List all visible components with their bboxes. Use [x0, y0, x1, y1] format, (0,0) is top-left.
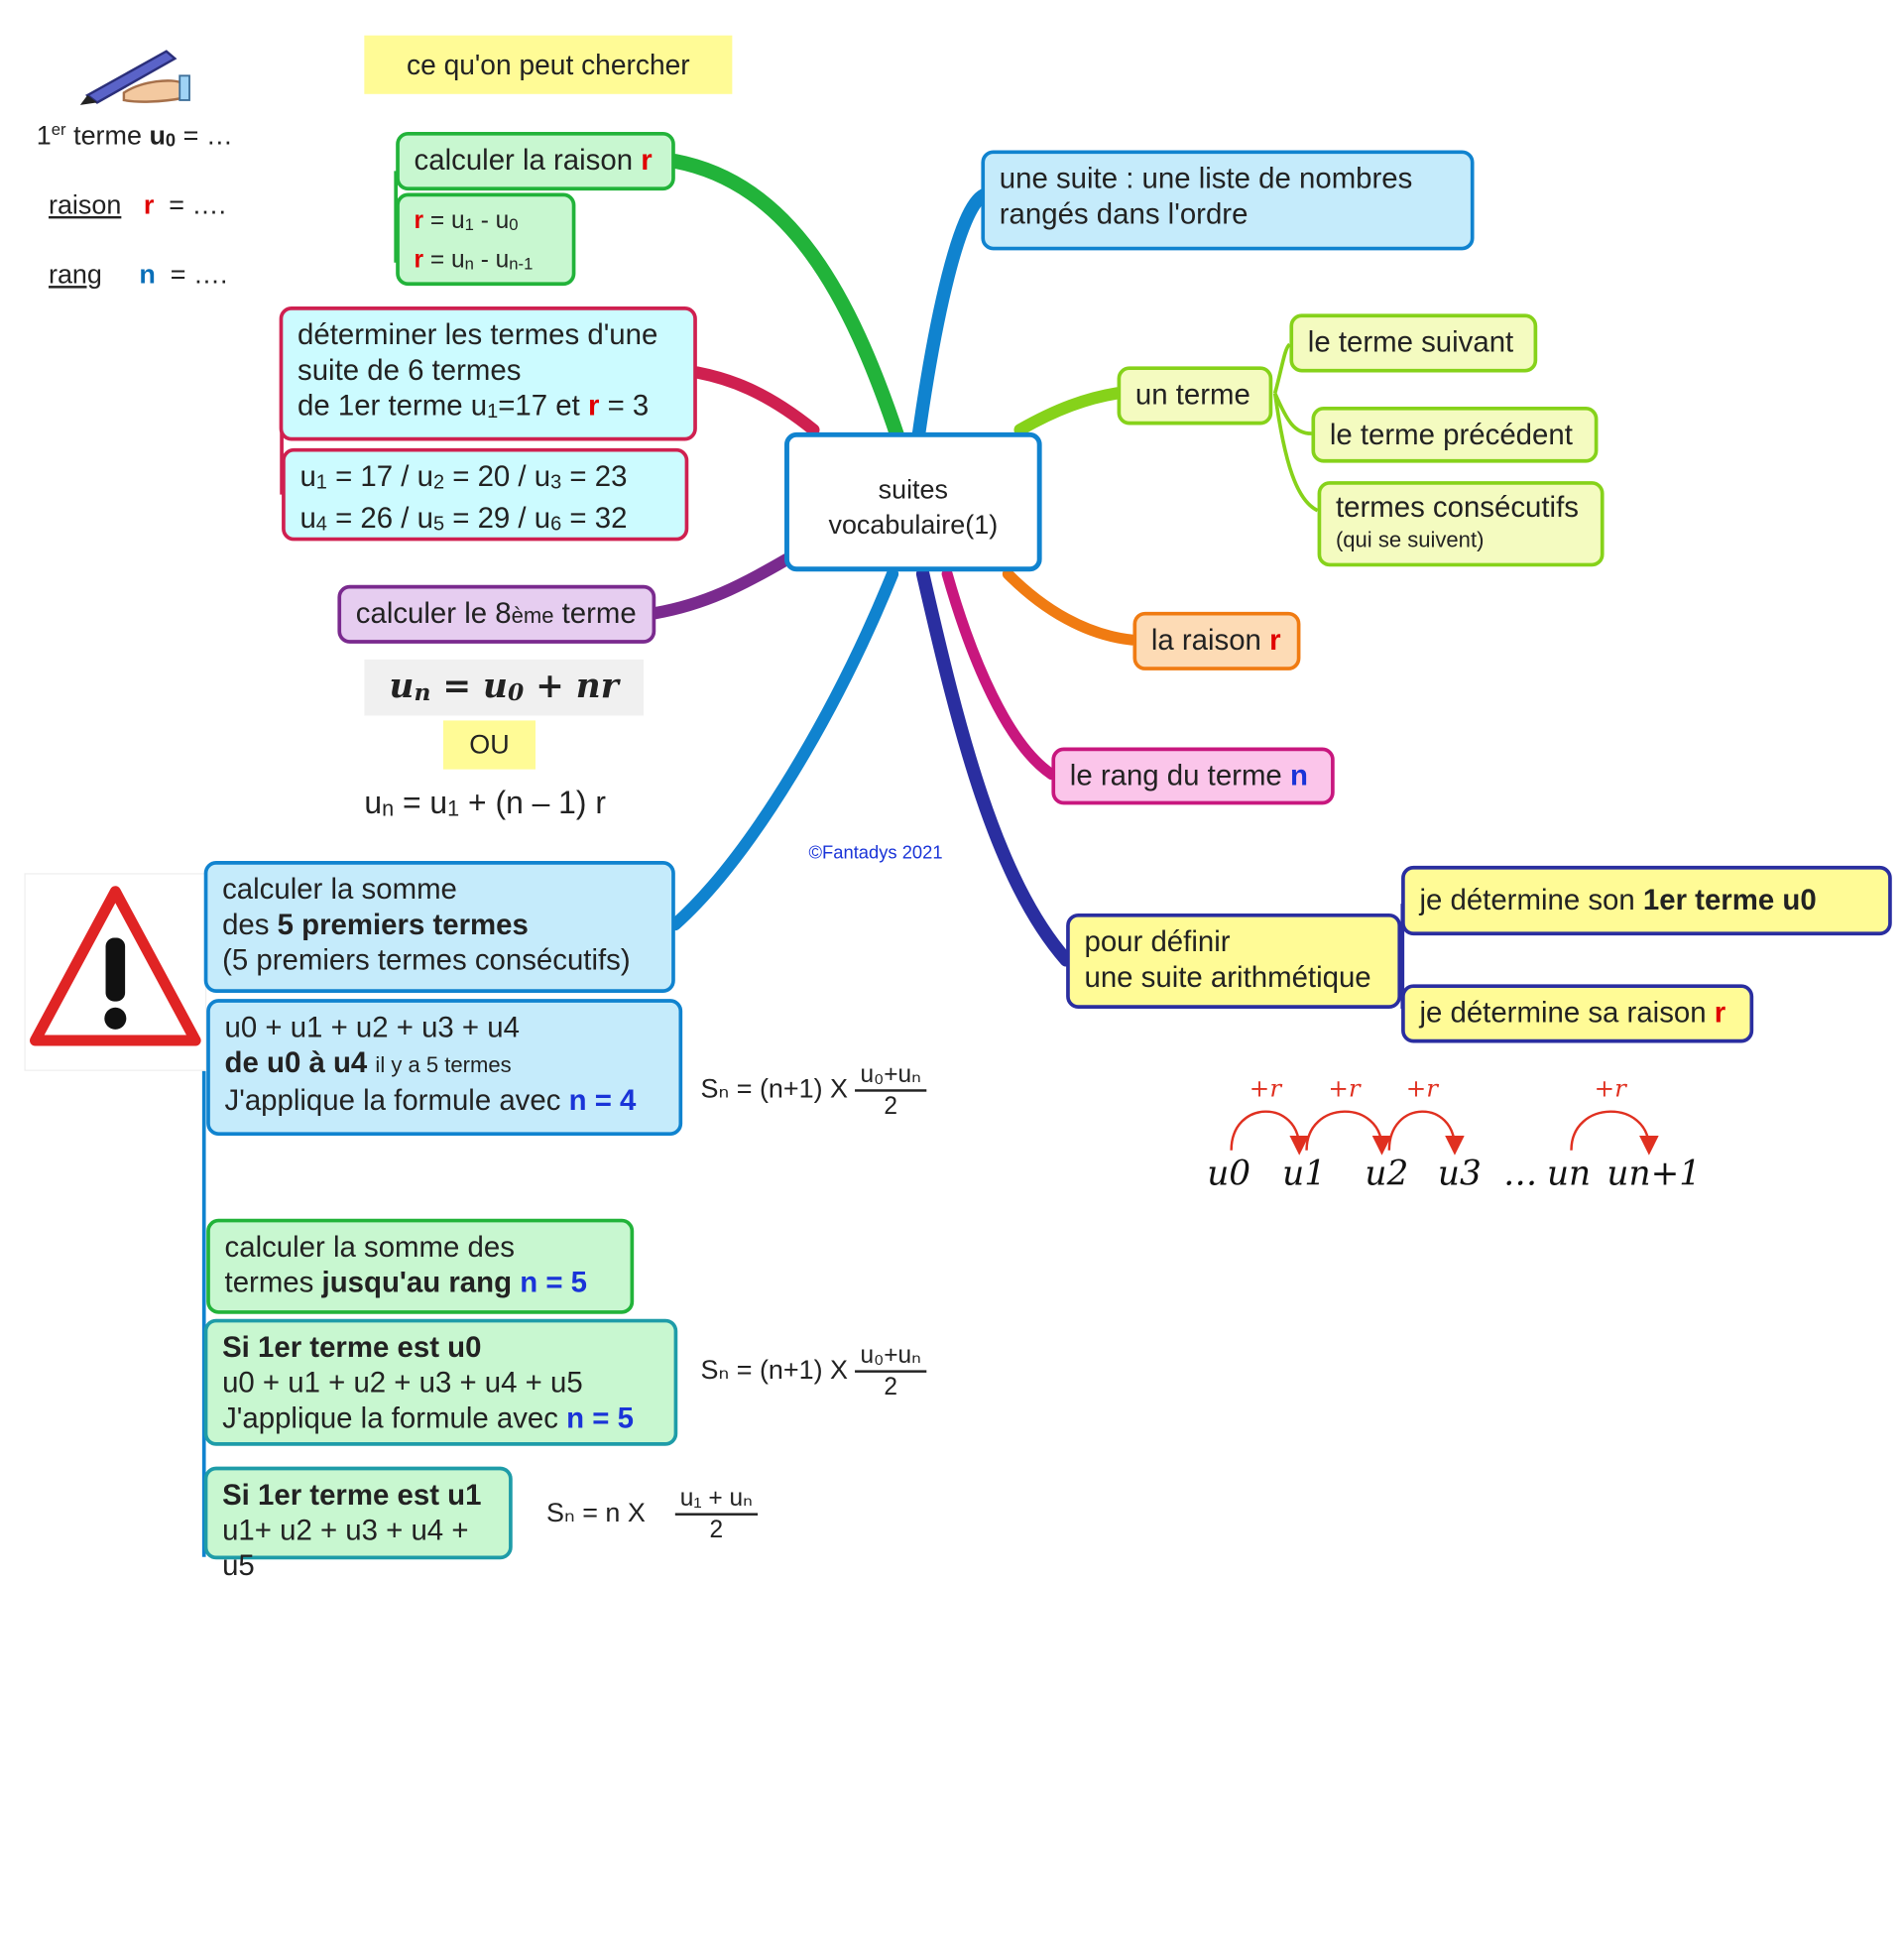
node-un-terme[interactable]: un terme — [1117, 366, 1273, 426]
term-item: u2 = 20 / — [416, 460, 535, 494]
sequence-term: u1 — [1282, 1154, 1326, 1193]
node-calculer-raison[interactable]: calculer la raison r — [396, 131, 675, 191]
branch-purple — [650, 552, 793, 620]
step-label: +r — [1406, 1074, 1439, 1103]
node-terms-list[interactable]: u1 = 17 / u2 = 20 / u3 = 23 u4 = 26 / u5… — [282, 447, 689, 543]
branch-blue-top — [910, 188, 991, 447]
node-rang-terme[interactable]: le rang du terme n — [1051, 747, 1335, 805]
node-raison-formulas[interactable]: r = u1 - u0 r = un - un-1 — [396, 192, 576, 287]
warning-icon — [30, 886, 201, 1046]
node-termes-consecutifs[interactable]: termes consécutifs (qui se suivent) — [1317, 481, 1605, 567]
node-somme-rang[interactable]: calculer la somme des termes jusqu'au ra… — [206, 1218, 635, 1314]
node-sa-raison[interactable]: je détermine sa raison r — [1401, 984, 1754, 1043]
step-arrow — [1387, 1110, 1465, 1156]
node-la-raison[interactable]: la raison r — [1132, 611, 1301, 670]
branch-lime — [1013, 387, 1124, 436]
term-item: u4 = 26 / — [299, 501, 417, 536]
step-arrow — [1305, 1110, 1392, 1156]
term-item: u1 = 17 / — [299, 460, 417, 494]
central-node[interactable]: suites vocabulaire(1) — [784, 431, 1042, 572]
sequence-term: un — [1547, 1154, 1591, 1193]
sequence-term: u2 — [1365, 1154, 1408, 1193]
central-title-line2: vocabulaire(1) — [828, 509, 999, 541]
step-label: +r — [1328, 1074, 1361, 1103]
sequence-term: un+1 — [1606, 1154, 1701, 1193]
title-label: ce qu'on peut chercher — [364, 35, 733, 94]
terms-line-2: u4 = 26 / u5 = 29 / u6 = 32 — [299, 501, 669, 543]
sub-lime — [1272, 342, 1319, 513]
node-premier-terme[interactable]: je détermine son 1er terme u0 — [1401, 865, 1892, 936]
branch-navy — [915, 566, 1073, 967]
copyright: ©Fantadys 2021 — [808, 842, 943, 864]
central-title-line1: suites — [878, 473, 949, 505]
sequence-term: … — [1503, 1154, 1537, 1193]
note-rang: rang n = …. — [48, 259, 228, 290]
note-raison: raison r = …. — [48, 188, 226, 220]
sequence-diagram: +r +r +r +r u0 u1 u2 u3 … un un+1 — [1207, 1074, 1701, 1194]
branch-blue-bottom — [668, 567, 899, 931]
node-somme-5[interactable]: calculer la somme des 5 premiers termes … — [203, 860, 675, 993]
branch-crimson — [690, 366, 820, 436]
warning-panel — [24, 873, 207, 1071]
step-label: +r — [1250, 1074, 1282, 1103]
node-si-u1[interactable]: Si 1er terme est u1 u1+ u2 + u3 + u4 + u… — [203, 1466, 513, 1583]
node-terme-suivant[interactable]: le terme suivant — [1289, 313, 1538, 373]
node-somme-5-detail[interactable]: u0 + u1 + u2 + u3 + u4 de u0 à u4 il y a… — [206, 999, 683, 1137]
node-calculer-8eme[interactable]: calculer le 8ème terme — [337, 584, 656, 644]
sequence-term: u3 — [1438, 1154, 1482, 1193]
terms-line-1: u1 = 17 / u2 = 20 / u3 = 23 — [299, 459, 669, 501]
branch-green — [667, 154, 906, 447]
step-arrow — [1570, 1110, 1659, 1156]
sequence-term: u0 — [1207, 1154, 1250, 1193]
node-si-u0[interactable]: Si 1er terme est u0 u0 + u1 + u2 + u3 + … — [203, 1318, 678, 1446]
formula-un-u0-nr: un = u0 + nr — [364, 659, 644, 716]
pencil-hand-icon — [79, 50, 190, 105]
node-definir-suite[interactable]: pour définir une suite arithmétique — [1066, 913, 1402, 1009]
step-label: +r — [1595, 1074, 1627, 1103]
branch-orange — [1002, 568, 1137, 646]
branch-connectors — [201, 154, 1405, 1557]
node-suite-definition[interactable]: une suite : une liste de nombres rangés … — [981, 150, 1475, 251]
ou-label: OU — [442, 720, 536, 770]
node-determiner-termes[interactable]: déterminer les termes d'une suite de 6 t… — [279, 306, 697, 441]
branch-magenta — [941, 568, 1057, 781]
note-first-term: 1er terme u0 = … — [36, 119, 233, 152]
node-terme-precedent[interactable]: le terme précédent — [1311, 406, 1599, 463]
term-item: u3 = 23 — [534, 460, 628, 494]
term-item: u5 = 29 / — [416, 501, 535, 536]
formula-un-u1: un = u1 + (n – 1) r — [364, 784, 606, 821]
step-arrow — [1230, 1110, 1309, 1156]
term-item: u6 = 32 — [534, 501, 628, 536]
